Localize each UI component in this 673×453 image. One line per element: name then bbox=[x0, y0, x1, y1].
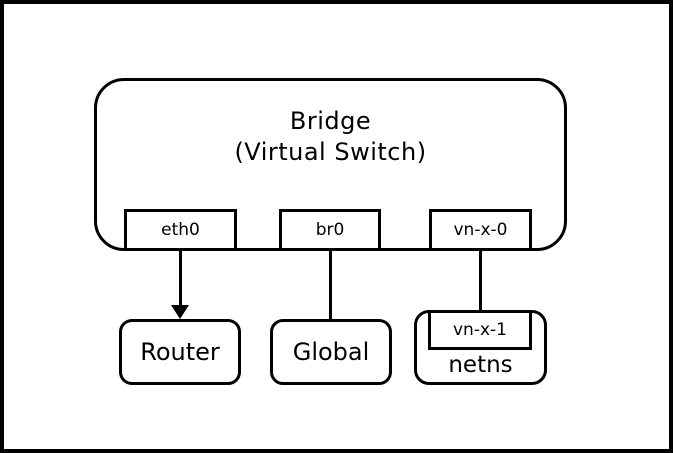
node-global-label: Global bbox=[292, 338, 370, 366]
arrowhead-down-icon bbox=[171, 305, 189, 319]
bridge-title-line1: Bridge bbox=[289, 107, 372, 135]
port-vn-x-1: vn-x-1 bbox=[428, 310, 532, 350]
node-global: Global bbox=[270, 319, 392, 385]
netns-label: netns bbox=[448, 352, 513, 378]
port-br0: br0 bbox=[279, 209, 381, 251]
port-vn-x-0-label: vn-x-0 bbox=[453, 220, 508, 240]
port-br0-label: br0 bbox=[315, 220, 345, 240]
port-eth0-label: eth0 bbox=[161, 220, 200, 240]
connector-br0-global bbox=[329, 251, 332, 319]
connector-vnx0-vnx1 bbox=[479, 251, 482, 313]
node-router: Router bbox=[119, 319, 241, 385]
port-vn-x-1-label: vn-x-1 bbox=[453, 320, 507, 340]
connector-eth0-router bbox=[179, 251, 182, 306]
bridge-title: Bridge (Virtual Switch) bbox=[94, 106, 567, 168]
port-eth0: eth0 bbox=[124, 209, 237, 251]
port-vn-x-0: vn-x-0 bbox=[429, 209, 532, 251]
node-router-label: Router bbox=[140, 338, 220, 366]
bridge-title-line2: (Virtual Switch) bbox=[234, 138, 427, 166]
